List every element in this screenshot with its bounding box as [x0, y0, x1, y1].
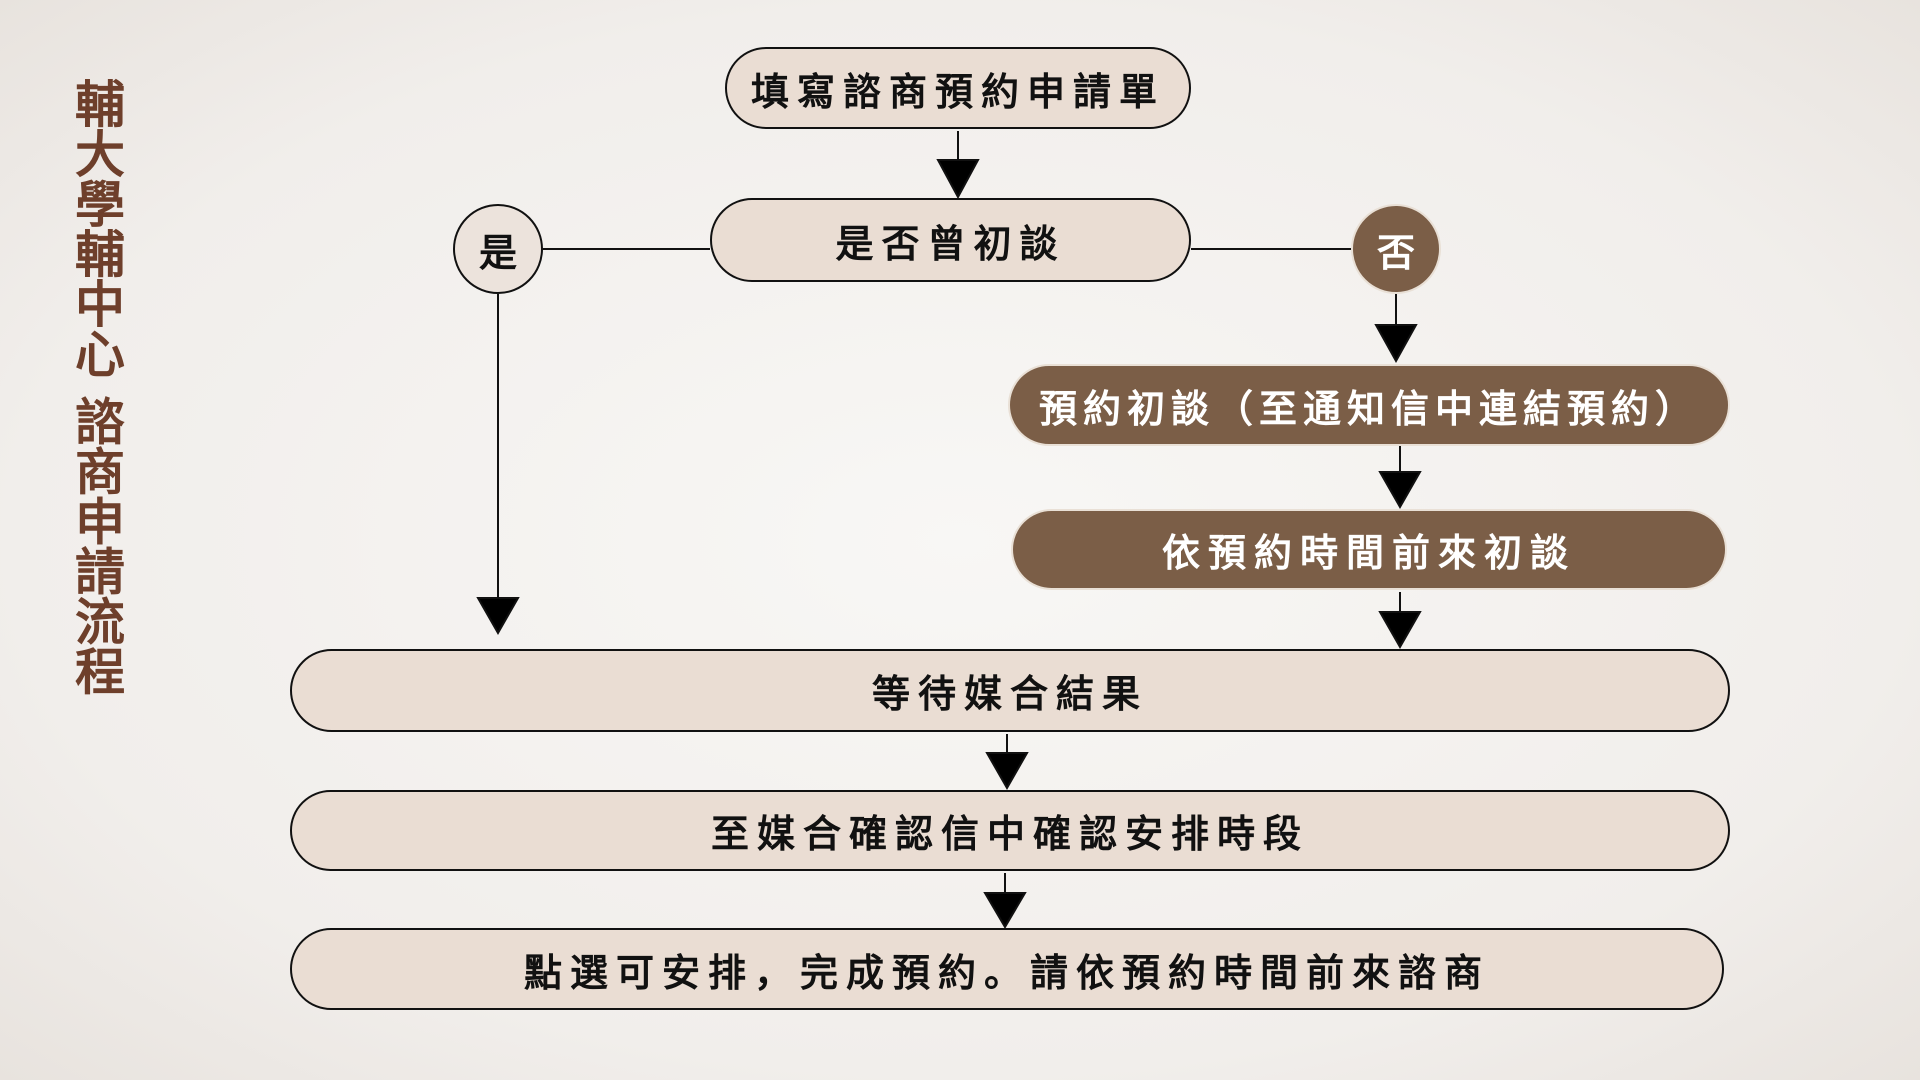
yes-badge: 是	[453, 204, 543, 294]
arrow-head	[476, 597, 520, 636]
step-attend-intake: 依預約時間前來初談	[1011, 509, 1727, 590]
step-book-intake: 預約初談（至通知信中連結預約）	[1008, 364, 1730, 446]
arrow-head	[1378, 471, 1422, 510]
step-wait-match: 等待媒合結果	[290, 649, 1730, 732]
arrow-head	[1378, 611, 1422, 650]
arrow-head	[985, 752, 1029, 791]
arrow-head	[1374, 324, 1418, 364]
step-complete: 點選可安排，完成預約。請依預約時間前來諮商	[290, 928, 1724, 1010]
decision-prior-intake: 是否曾初談	[710, 198, 1191, 282]
arrow-head	[936, 159, 980, 200]
no-badge: 否	[1351, 204, 1441, 294]
page-title: 輔大學輔中心 諮商申請流程	[67, 78, 125, 696]
arrow-head	[983, 892, 1027, 929]
step-confirm-slot: 至媒合確認信中確認安排時段	[290, 790, 1730, 871]
step-fill-form: 填寫諮商預約申請單	[725, 47, 1191, 129]
